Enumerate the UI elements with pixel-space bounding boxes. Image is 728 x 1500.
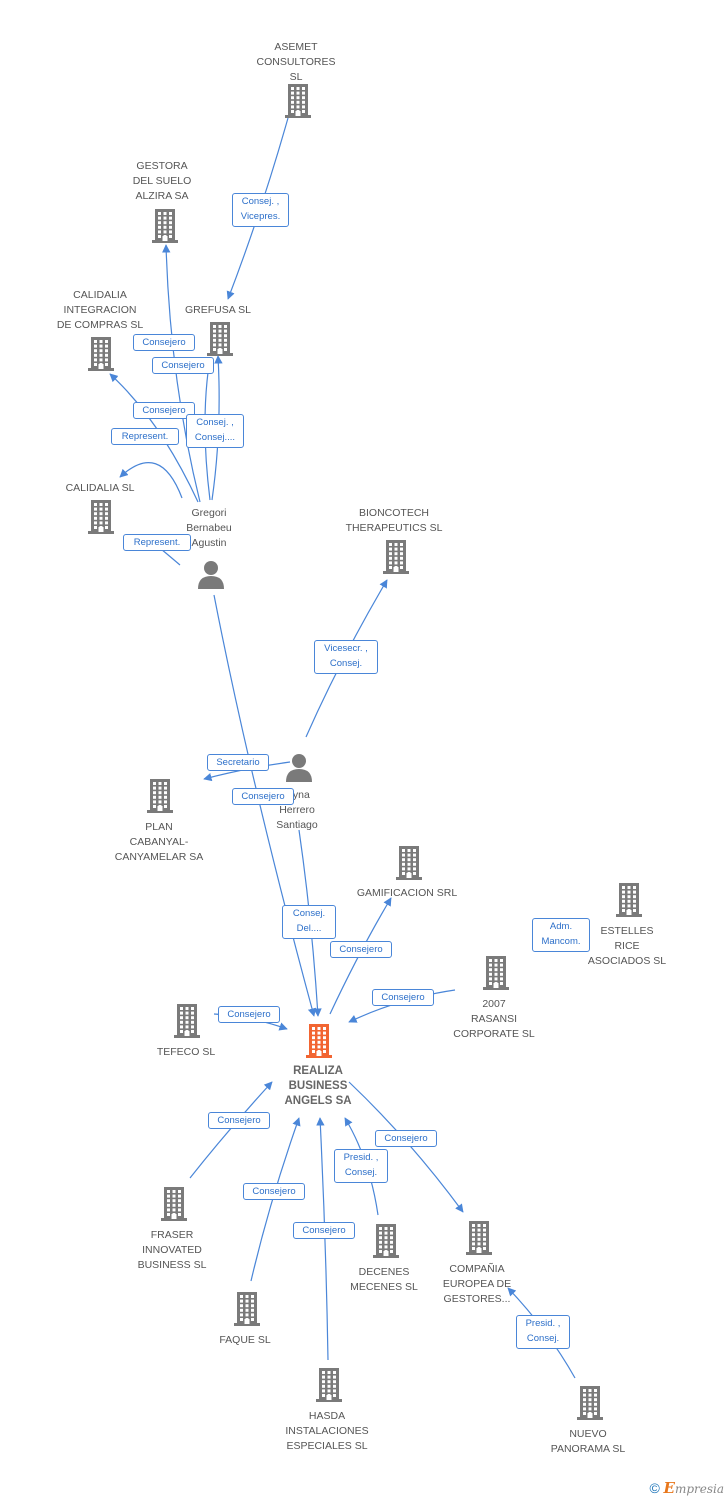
node-label: DECENES MECENES SL xyxy=(350,1266,418,1293)
building-icon xyxy=(86,500,116,539)
relation-edge xyxy=(316,1117,329,1361)
relation-label[interactable]: Consejero xyxy=(375,1130,437,1147)
node-label: BIONCOTECH THERAPEUTICS SL xyxy=(345,507,443,534)
node-label: GAMIFICACION SRL xyxy=(356,887,458,899)
building-icon xyxy=(614,883,644,922)
node-label: GESTORA DEL SUELO ALZIRA SA xyxy=(132,160,192,202)
building-icon xyxy=(86,337,116,376)
relation-label[interactable]: Consejero xyxy=(232,788,294,805)
relation-edge xyxy=(189,1081,273,1179)
node-label: NUEVO PANORAMA SL xyxy=(550,1428,626,1455)
building-icon xyxy=(159,1187,189,1226)
relation-label[interactable]: Consejero xyxy=(330,941,392,958)
node-label: PLAN CABANYAL- CANYAMELAR SA xyxy=(114,821,204,863)
building-icon xyxy=(314,1368,344,1407)
relation-label[interactable]: Consejero xyxy=(218,1006,280,1023)
relation-label[interactable]: Consej. , Consej.... xyxy=(186,414,244,448)
relation-label[interactable]: Consejero xyxy=(208,1112,270,1129)
relation-label[interactable]: Consejero xyxy=(133,334,195,351)
relation-label[interactable]: Represent. xyxy=(111,428,179,445)
building-icon xyxy=(481,956,511,995)
relation-label[interactable]: Represent. xyxy=(123,534,191,551)
node-label: 2007 RASANSI CORPORATE SL xyxy=(453,998,535,1040)
building-icon xyxy=(145,779,175,818)
node-label: FRASER INNOVATED BUSINESS SL xyxy=(137,1229,207,1271)
relation-label[interactable]: Secretario xyxy=(207,754,269,771)
building-icon xyxy=(381,540,411,579)
node-label: Gregori Bernabeu Agustin xyxy=(186,507,232,549)
relation-label[interactable]: Consejero xyxy=(372,989,434,1006)
building-icon xyxy=(283,84,313,123)
relation-label[interactable]: Consejero xyxy=(133,402,195,419)
person-icon xyxy=(196,559,226,594)
relation-label[interactable]: Consejero xyxy=(243,1183,305,1200)
copyright-icon: © xyxy=(649,1480,660,1496)
building-icon xyxy=(232,1292,262,1331)
relation-label[interactable]: Consejero xyxy=(293,1222,355,1239)
node-label: REALIZA BUSINESS ANGELS SA xyxy=(284,1065,352,1107)
relation-label[interactable]: Consej. Del.... xyxy=(282,905,336,939)
relation-label[interactable]: Adm. Mancom. xyxy=(532,918,590,952)
node-label: TEFECO SL xyxy=(156,1046,216,1058)
building-icon xyxy=(394,846,424,885)
person-icon xyxy=(284,752,314,787)
node-label: HASDA INSTALACIONES ESPECIALES SL xyxy=(285,1410,369,1452)
relation-label[interactable]: Consej. , Vicepres. xyxy=(232,193,289,227)
relation-edge xyxy=(162,244,201,503)
building-icon xyxy=(371,1224,401,1263)
building-icon xyxy=(575,1386,605,1425)
node-label: FAQUE SL xyxy=(219,1334,271,1346)
node-label: ASEMET CONSULTORES SL xyxy=(256,41,336,83)
node-label: CALIDALIA INTEGRACION DE COMPRAS SL xyxy=(56,289,144,331)
relation-label[interactable]: Presid. , Consej. xyxy=(516,1315,570,1349)
node-label: CALIDALIA SL xyxy=(65,482,135,494)
building-icon xyxy=(464,1221,494,1260)
building-icon xyxy=(304,1024,334,1063)
relation-edge xyxy=(119,462,183,499)
brand-logo: Empresia xyxy=(663,1479,725,1497)
relation-label[interactable]: Presid. , Consej. xyxy=(334,1149,388,1183)
relation-label[interactable]: Consejero xyxy=(152,357,214,374)
building-icon xyxy=(172,1004,202,1043)
node-label: ESTELLES RICE ASOCIADOS SL xyxy=(587,925,667,967)
node-label: GREFUSA SL xyxy=(185,304,251,316)
node-label: ...yna Herrero Santiago xyxy=(276,789,318,831)
relation-label[interactable]: Vicesecr. , Consej. xyxy=(314,640,378,674)
node-label: COMPAÑIA EUROPEA DE GESTORES... xyxy=(442,1263,512,1305)
building-icon xyxy=(150,209,180,248)
footer: © Empresia xyxy=(650,1479,724,1497)
building-icon xyxy=(205,322,235,361)
